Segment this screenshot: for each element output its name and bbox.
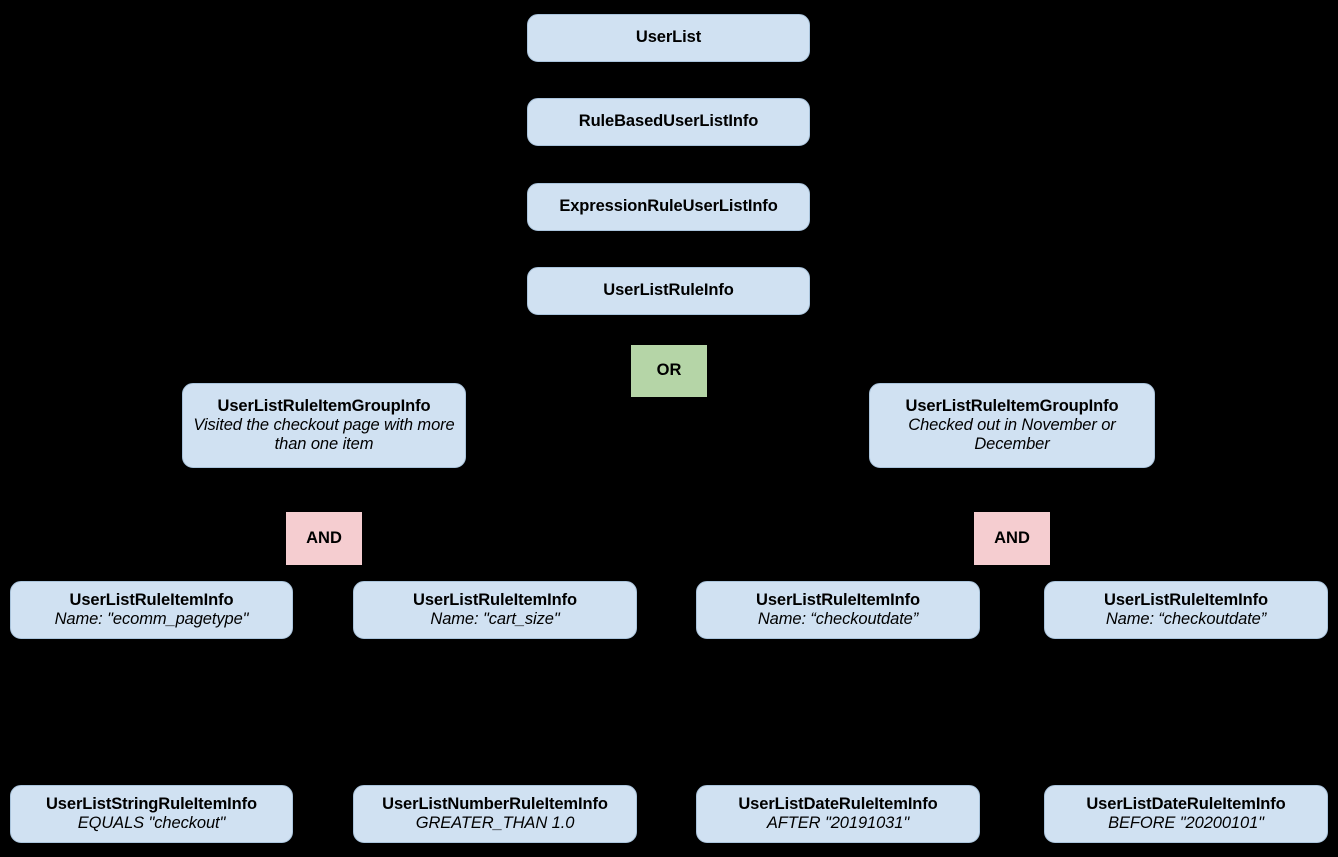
node-subtitle: AFTER "20191031" [766, 814, 910, 832]
node-or[interactable]: OR [631, 345, 707, 397]
node-subtitle: GREATER_THAN 1.0 [415, 814, 575, 832]
node-subtitle: EQUALS "checkout" [77, 814, 226, 832]
edge-ruleinfo-to-or [667, 314, 670, 339]
edge-and-right-to-item-datebefore [1011, 564, 1187, 575]
node-subtitle: Name: “checkoutdate” [1105, 610, 1267, 628]
edge-and-left-to-item-cartsize [323, 564, 496, 575]
node-title: UserListRuleItemInfo [413, 590, 577, 609]
node-title: UserListRuleItemInfo [69, 590, 234, 609]
edge-and-left-to-item-pagetype [150, 564, 325, 575]
node-subtitle: Name: “checkoutdate” [757, 610, 919, 628]
node-title: UserListRuleItemInfo [756, 590, 920, 609]
node-title: UserListStringRuleItemInfo [45, 794, 257, 813]
node-title: AND [994, 528, 1030, 547]
node-expressionrule[interactable]: ExpressionRuleUserListInfo [527, 183, 810, 231]
edge-and-right-to-item-dateafter [837, 564, 1013, 575]
node-subtitle: Name: "cart_size" [430, 610, 560, 628]
node-subtitle: Checked out in November or December [908, 415, 1116, 454]
node-title: UserListNumberRuleItemInfo [382, 794, 608, 813]
node-title: RuleBasedUserListInfo [578, 112, 759, 131]
node-title: UserListDateRuleItemInfo [738, 794, 938, 813]
node-title: OR [656, 361, 682, 380]
node-title: UserListRuleItemGroupInfo [905, 396, 1119, 415]
node-title: ExpressionRuleUserListInfo [559, 197, 778, 216]
node-subtitle: Name: "ecomm_pagetype" [54, 610, 249, 628]
node-subtitle: BEFORE "20200101" [1108, 814, 1264, 832]
node-userlist[interactable]: UserList [527, 14, 810, 62]
node-and-left[interactable]: AND [286, 512, 362, 565]
node-title: UserListRuleItemInfo [1104, 590, 1268, 609]
node-title: UserListRuleInfo [603, 281, 734, 300]
node-title: UserList [635, 28, 702, 47]
node-rulebased[interactable]: RuleBasedUserListInfo [527, 98, 810, 146]
node-subtitle: Visited the checkout page with more than… [193, 415, 455, 454]
node-title: UserListRuleItemGroupInfo [217, 396, 431, 415]
node-and-right[interactable]: AND [974, 512, 1050, 565]
node-title: UserListDateRuleItemInfo [1086, 794, 1286, 813]
node-title: AND [306, 528, 342, 547]
node-ruleinfo[interactable]: UserListRuleInfo [527, 267, 810, 315]
